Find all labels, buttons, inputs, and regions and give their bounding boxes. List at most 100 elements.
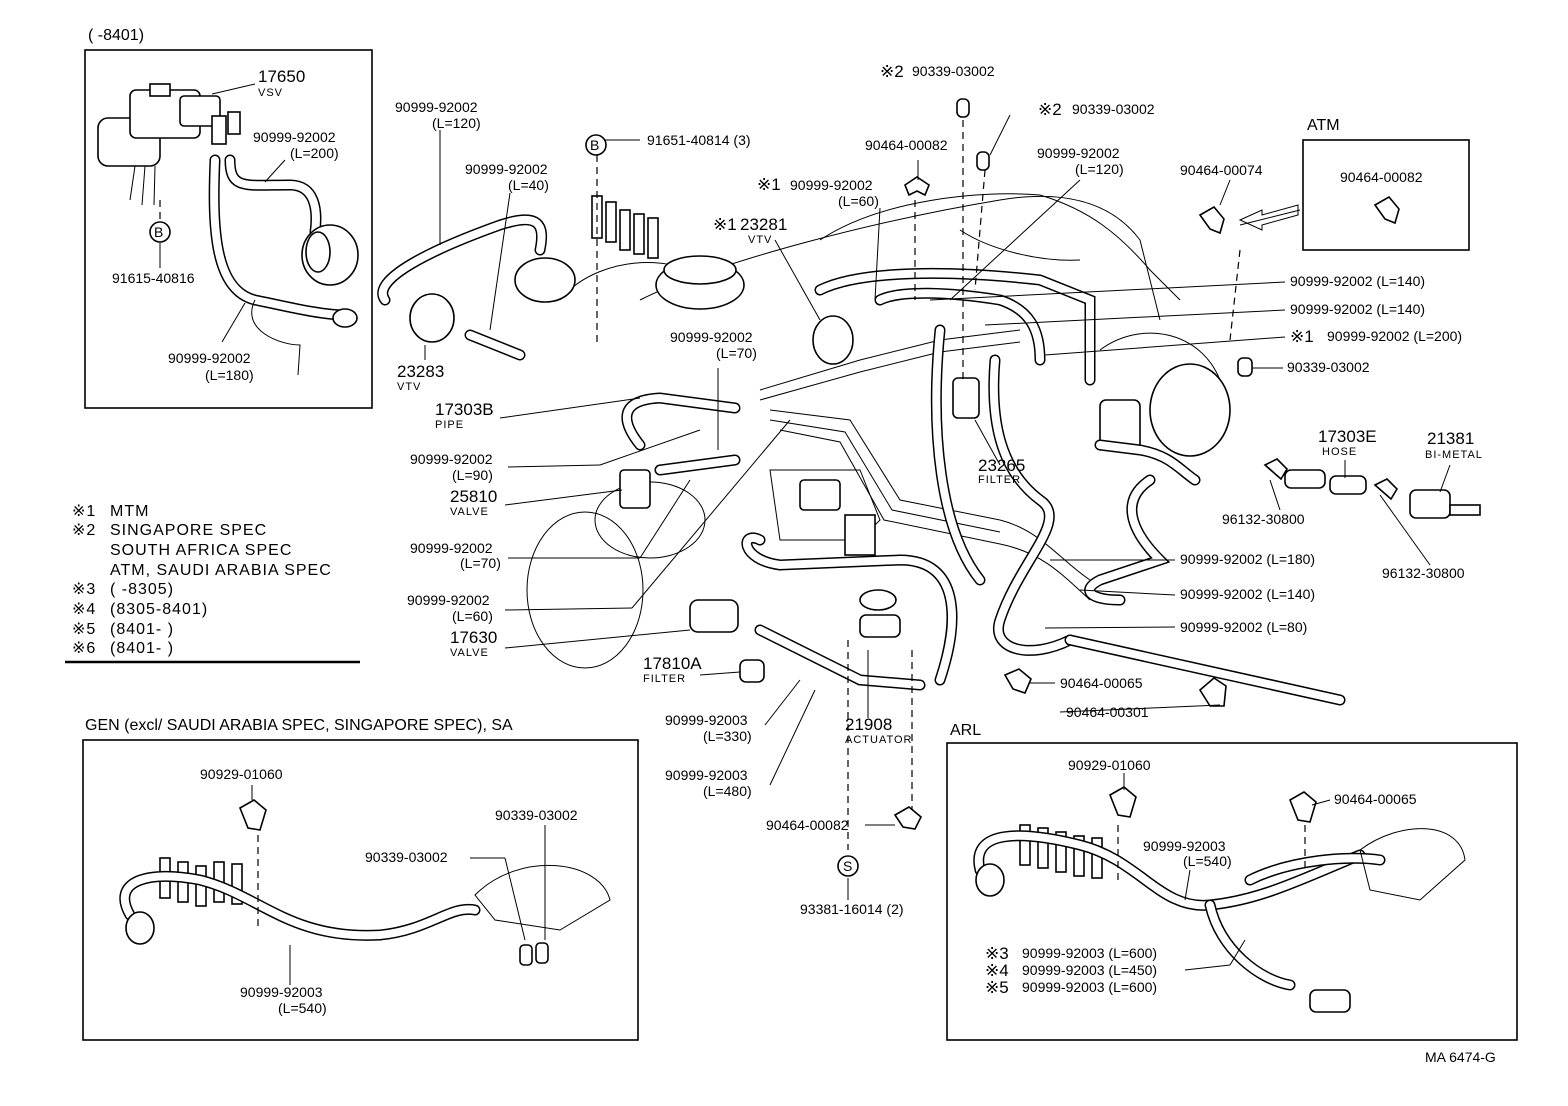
label-hose-l180: 90999-92002 (L=180) [1180,551,1315,567]
gen-part-1: 90929-01060 [200,766,283,782]
label-hose-l480: 90999-92003 [665,767,748,783]
label-hose-l70-a-len: (L=70) [460,555,501,571]
legend-text-2b: SOUTH AFRICA SPEC [110,542,292,559]
atm-arrow-icon [1238,204,1299,231]
gen-part-2: 90339-03002 [495,807,578,823]
legend-text-4: (8305-8401) [110,601,208,618]
arl-row-3-mark: ※3 [985,944,1009,963]
legend-mark-1: ※1 [72,503,96,520]
label-21381-name: BI-METAL [1425,449,1483,461]
label-hose-l330-len: (L=330) [703,728,752,744]
label-17810a: 17810A [643,654,702,673]
legend-mark-6: ※6 [72,640,96,657]
label-hose-l70-b: 90999-92002 [670,329,753,345]
valve-25810 [619,469,651,509]
arl-inset: ARL 90929-01060 90464-00065 90999-92003 … [946,722,1518,1041]
legend-mark-4: ※4 [72,601,96,618]
gen-part-3: 90339-03002 [365,849,448,865]
clips [893,176,1399,830]
label-hose-l90: 90999-92002 [410,451,493,467]
arl-clip-2 [1288,791,1317,823]
gen-part-4: 90999-92003 [240,984,323,1000]
label-hose-l60-a-len: (L=60) [452,608,493,624]
label-hose-l120-b: 90999-92002 [1037,145,1120,161]
legend-text-2a: SINGAPORE SPEC [110,522,267,539]
label-96132-b: 96132-30800 [1382,565,1465,581]
legend-text-1: MTM [110,503,149,520]
inset-frame [84,49,373,409]
label-17303e-name: HOSE [1322,446,1357,458]
label-23283-name: VTV [397,381,421,393]
label-90464-00082-b: 90464-00082 [766,817,849,833]
label-17810a-name: FILTER [643,673,686,685]
gen-frame [82,739,639,1041]
label-17303b: 17303B [435,400,494,419]
label-96132-a: 96132-30800 [1222,511,1305,527]
leader-lines [424,114,1451,900]
inset-hose-a-number: 90999-92002 [253,129,336,145]
label-23283: 23283 [397,362,444,381]
gen-title: GEN (excl/ SAUDI ARABIA SPEC, SINGAPORE … [85,717,513,734]
label-17303b-name: PIPE [435,419,464,431]
label-hose-l70-a: 90999-92002 [410,540,493,556]
arl-part-1: 90929-01060 [1068,757,1151,773]
label-90339-b: 90339-03002 [1072,101,1155,117]
atm-title: ATM [1307,117,1340,134]
label-21908: 21908 [845,715,892,734]
label-hose-l480-len: (L=480) [703,783,752,799]
label-25810: 25810 [450,487,497,506]
b-marker-main-letter: B [590,137,599,153]
legend-mark-5: ※5 [72,621,96,638]
arl-row-5: 90999-92003 (L=600) [1022,979,1157,995]
arl-part-3: 90999-92003 [1143,838,1226,854]
atm-part: 90464-00082 [1340,169,1423,185]
gen-part-4-len: (L=540) [278,1000,327,1016]
label-23281-name: VTV [748,234,772,246]
label-hose-l330: 90999-92003 [665,712,748,728]
atm-box [1302,139,1470,251]
dashed-guides [596,120,1241,850]
arl-row-3: 90999-92003 (L=600) [1022,945,1157,961]
label-hose-l60-b-len: (L=60) [838,193,879,209]
label-hose-l140-c: 90999-92002 (L=140) [1180,586,1315,602]
label-23281: 23281 [740,215,787,234]
label-93381: 93381-16014 (2) [800,901,904,917]
legend-text-6: (8401- ) [110,640,174,657]
inset-hose-b-length: (L=180) [205,367,254,383]
arl-row-4-mark: ※4 [985,961,1009,980]
vsv-part-number: 17650 [258,67,305,86]
label-hose-l60-b: 90999-92002 [790,177,873,193]
legend-text-5: (8401- ) [110,621,174,638]
b-circle-marker [149,221,171,243]
main-hoses [377,214,1346,706]
label-90339-a: 90339-03002 [912,63,995,79]
inset-hose-a-length: (L=200) [290,145,339,161]
arl-row-4: 90999-92003 (L=450) [1022,962,1157,978]
inset-hose-b-number: 90999-92002 [168,350,251,366]
legend-mark-3: ※3 [72,581,96,598]
main-labels: 90999-92002 (L=120) B 91651-40814 (3) 90… [395,62,1483,917]
label-23265: 23265 [978,456,1025,475]
legend-mark-2: ※2 [72,522,96,539]
label-hose-l40-len: (L=40) [508,177,549,193]
b-circle-marker-main [585,134,607,156]
label-90464-00065: 90464-00065 [1060,675,1143,691]
legend-text-2c: ATM, SAUDI ARABIA SPEC [110,562,332,579]
label-90339-a-mark: ※2 [880,62,904,81]
label-hose-l60-a: 90999-92002 [407,592,490,608]
atm-clip [1373,195,1400,225]
label-hose-l80: 90999-92002 (L=80) [1180,619,1307,635]
label-hose-l200-mark: ※1 [1290,327,1314,346]
main-parts [409,98,1481,683]
inset-range-label: ( -8401) [88,27,144,44]
label-91651: 91651-40814 (3) [647,132,751,148]
arl-part-2: 90464-00065 [1334,791,1417,807]
valve-17630 [689,599,739,633]
b-marker-letter: B [154,224,163,240]
label-21908-name: ACTUATOR [845,734,913,746]
label-hose-l140-b: 90999-92002 (L=140) [1290,301,1425,317]
label-90339-b-mark: ※2 [1038,100,1062,119]
filter-17810a [739,659,765,683]
label-hose-l40: 90999-92002 [465,161,548,177]
inset-b-part: 91615-40816 [112,270,195,286]
